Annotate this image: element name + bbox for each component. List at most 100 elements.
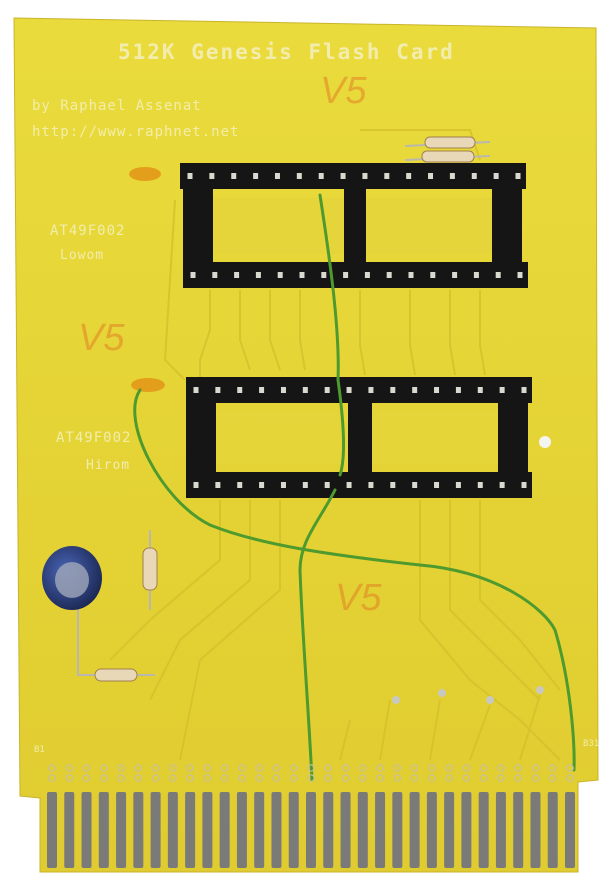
edge-contact [461,792,472,868]
edge-contact [167,792,178,868]
edge-hole [445,764,453,772]
socket-contact [231,173,237,179]
edge-hole [531,774,540,782]
socket-contact [302,387,308,393]
edge-hole [410,774,419,782]
edge-contact [64,792,75,868]
edge-hole [186,774,194,782]
socket-contact [434,482,440,488]
socket-contact [471,173,477,179]
edge-hole [428,764,436,772]
socket-contact [274,173,280,179]
vias [392,436,551,704]
socket-contact [237,387,243,393]
socket-contact [408,272,414,278]
socket-contact [493,173,499,179]
edge-hole [134,764,143,772]
edge-contact [323,792,334,868]
socket-contact [343,272,349,278]
edge-holes [48,764,574,782]
edge-hole [272,764,281,772]
edge-contact [513,792,524,868]
socket-contact [299,272,305,278]
edge-contact [547,792,558,868]
edge-contact [236,792,247,868]
socket-contact [452,272,458,278]
edge-hole [341,764,350,772]
edge-hole [289,764,298,772]
socket-contact [430,272,436,278]
svg-text:V5: V5 [320,70,367,112]
socket-contact [517,272,523,278]
resistor-top [404,136,491,163]
edge-hole [341,774,350,782]
edge-hole [117,774,125,782]
socket-contact [368,482,374,488]
socket-contact [477,387,483,393]
chip-lowom-role: Lowom [60,248,105,263]
edge-hole [169,764,177,772]
socket-contact [302,482,308,488]
socket-contact [499,387,505,393]
edge-contact [185,792,196,868]
edge-hole [497,774,505,782]
jumper-wires [133,193,576,782]
edge-hole [548,764,557,772]
edge-hole [376,774,384,782]
edge-hole [220,764,229,772]
socket-contact [280,387,286,393]
edge-contact [219,792,230,868]
edge-hole [462,774,471,782]
board-url: http://www.raphnet.net [32,124,240,140]
ceramic-capacitor-top [129,167,161,181]
edge-hole [428,774,436,782]
socket-contact [428,173,434,179]
edge-hole [186,764,194,772]
edge-hole [82,764,91,772]
socket-contact [212,272,218,278]
board-title: 512K Genesis Flash Card [118,40,455,64]
board-author: by Raphael Assenat [32,98,202,114]
socket-contact [255,272,261,278]
edge-contact [340,792,351,868]
socket-contact [406,173,412,179]
socket-contact [259,482,265,488]
edge-contact [254,792,265,868]
edge-hole [462,764,471,772]
red-marks: V5 V5 V5 [78,70,382,619]
socket-contact [499,482,505,488]
edge-hole [48,764,56,772]
edge-hole [65,764,74,772]
edge-hole [393,774,402,782]
pin-label-b1: B1 [34,745,45,755]
edge-contact [426,792,437,868]
edge-contact [392,792,403,868]
edge-contact [150,792,161,868]
socket-contact [277,272,283,278]
edge-hole [376,764,384,772]
edge-hole [65,774,74,782]
edge-hole [272,774,281,782]
edge-hole [203,764,212,772]
edge-hole [497,764,505,772]
edge-hole [117,764,125,772]
socket-contact [455,387,461,393]
resistor-bottom [78,668,155,682]
edge-contact [271,792,282,868]
edge-contact [530,792,541,868]
socket-contact [449,173,455,179]
edge-contact [565,792,575,868]
socket-contact [455,482,461,488]
socket-contact [346,387,352,393]
edge-hole [82,774,91,782]
socket-contact [477,482,483,488]
edge-contact [495,792,506,868]
edge-contact [444,792,455,868]
edge-hole [203,774,212,782]
socket-contact [521,482,527,488]
edge-hole [238,774,246,782]
pin-label-b31: B31 [583,739,600,749]
socket-contact [190,272,196,278]
socket-contact [390,482,396,488]
edge-contact [357,792,368,868]
